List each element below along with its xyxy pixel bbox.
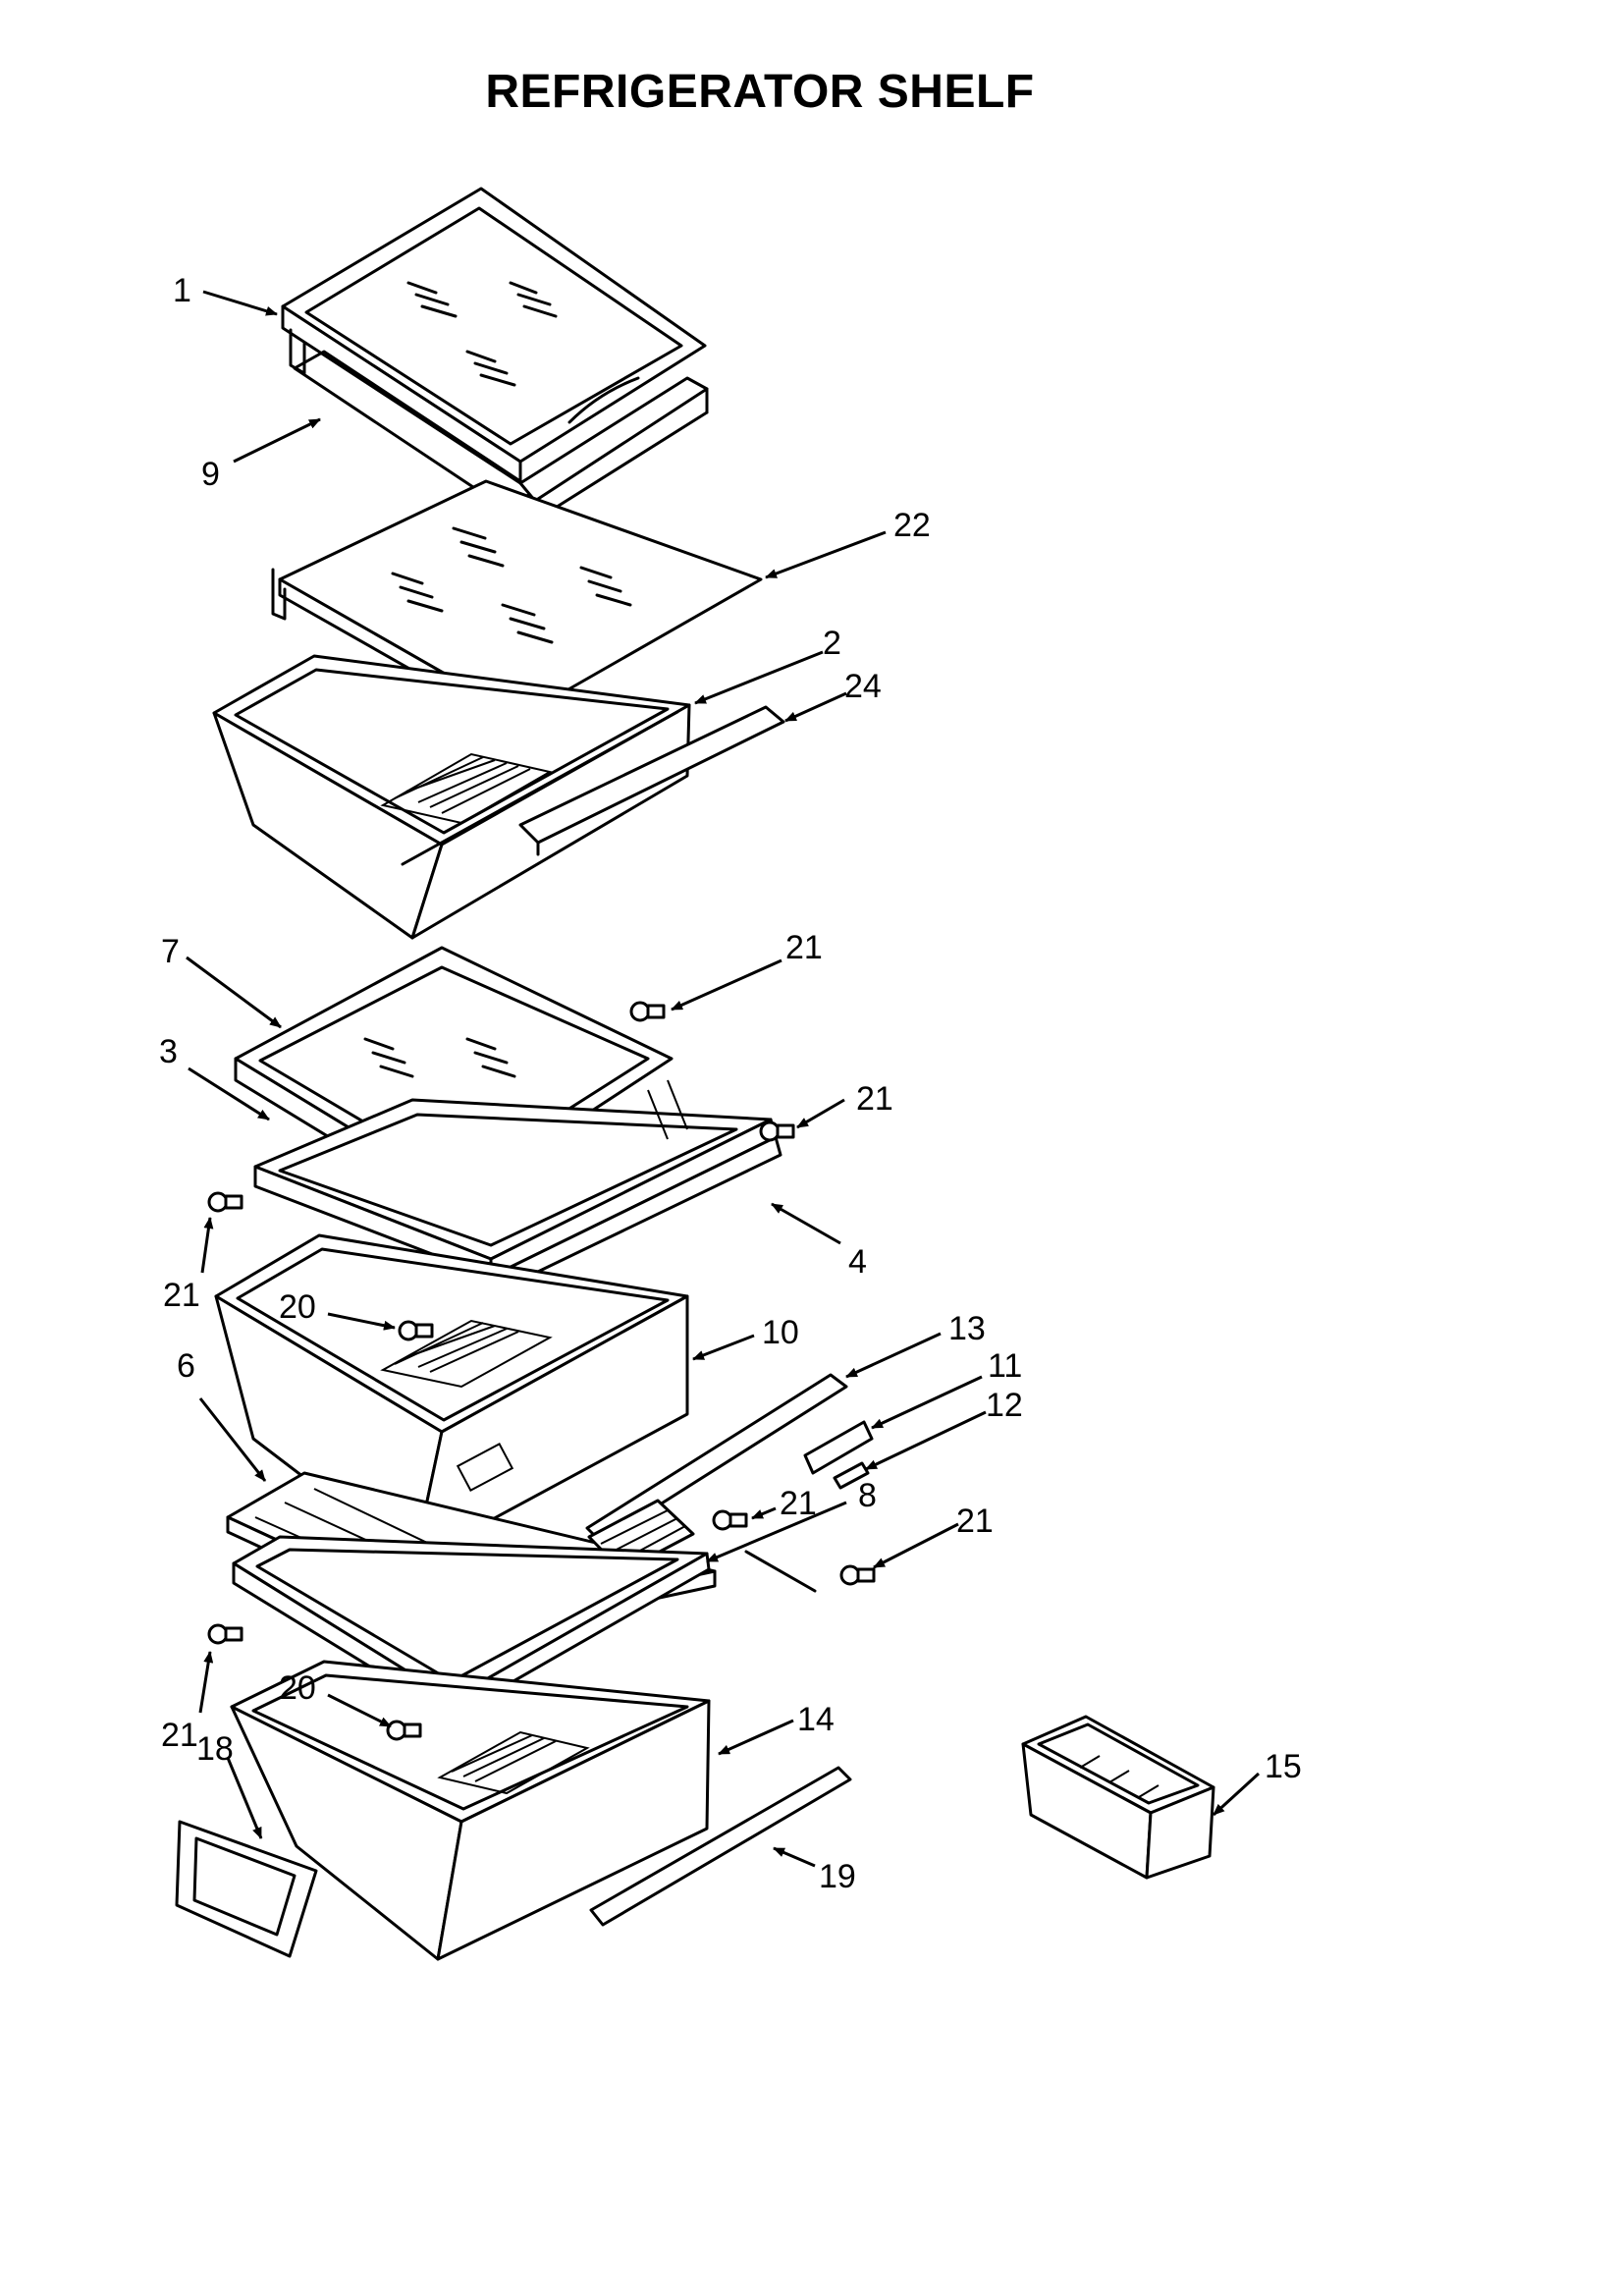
callout-20b: 20 xyxy=(279,1669,316,1707)
screw-21c xyxy=(207,1191,243,1213)
part-12-clip xyxy=(833,1461,870,1490)
part-1-top-glass-shelf xyxy=(281,187,707,485)
callout-19: 19 xyxy=(819,1858,856,1895)
screw-21b xyxy=(759,1121,795,1142)
crisper-vent-grille-3 xyxy=(437,1730,590,1795)
callout-13: 13 xyxy=(948,1310,986,1347)
part-18-label-plate xyxy=(175,1820,318,1958)
callout-8: 8 xyxy=(858,1477,877,1514)
callout-14: 14 xyxy=(797,1701,835,1738)
part-3-shelf-frame xyxy=(253,1079,778,1279)
leader-lines xyxy=(186,290,1261,1868)
screw-21e xyxy=(839,1564,876,1586)
part-11-control-knob xyxy=(803,1420,874,1475)
screw-20a xyxy=(398,1320,434,1341)
callout-3: 3 xyxy=(159,1033,178,1070)
callout-15: 15 xyxy=(1265,1748,1302,1785)
callout-6: 6 xyxy=(177,1347,195,1385)
callout-21f: 21 xyxy=(161,1717,198,1754)
part-14-lower-crisper xyxy=(230,1660,711,1961)
callout-21a: 21 xyxy=(785,929,823,966)
callout-21d: 21 xyxy=(780,1485,817,1522)
callout-20a: 20 xyxy=(279,1288,316,1326)
part-24-trim-bar xyxy=(518,705,785,856)
part-19-bottom-trim xyxy=(589,1766,852,1927)
screw-21f xyxy=(207,1623,243,1645)
screw-21d xyxy=(712,1509,748,1531)
callout-7: 7 xyxy=(161,933,180,970)
callout-1: 1 xyxy=(173,272,191,309)
screw-21a xyxy=(629,1001,666,1022)
part-9-shelf-frame xyxy=(293,350,709,522)
callout-18: 18 xyxy=(196,1730,234,1768)
callout-21b: 21 xyxy=(856,1080,893,1118)
crisper-vent-grille xyxy=(380,752,553,825)
callout-24: 24 xyxy=(844,668,882,705)
callout-12: 12 xyxy=(986,1387,1023,1424)
part-2-upper-crisper xyxy=(212,654,691,940)
callout-22: 22 xyxy=(893,507,931,544)
callout-21c: 21 xyxy=(163,1277,200,1314)
callout-10: 10 xyxy=(762,1314,799,1351)
callout-2: 2 xyxy=(823,625,841,662)
part-15-door-bin xyxy=(1021,1715,1215,1880)
screw-20b xyxy=(386,1720,422,1741)
crisper-vent-grille-2 xyxy=(380,1319,553,1389)
callout-9: 9 xyxy=(201,456,220,493)
page-title: REFRIGERATOR SHELF xyxy=(485,66,1035,118)
callout-4: 4 xyxy=(848,1243,867,1281)
callout-21e: 21 xyxy=(956,1503,994,1540)
callout-11: 11 xyxy=(988,1347,1022,1385)
callout-labels: 1 9 22 2 24 7 21 3 21 4 21 20 10 13 6 11… xyxy=(159,272,1302,1895)
